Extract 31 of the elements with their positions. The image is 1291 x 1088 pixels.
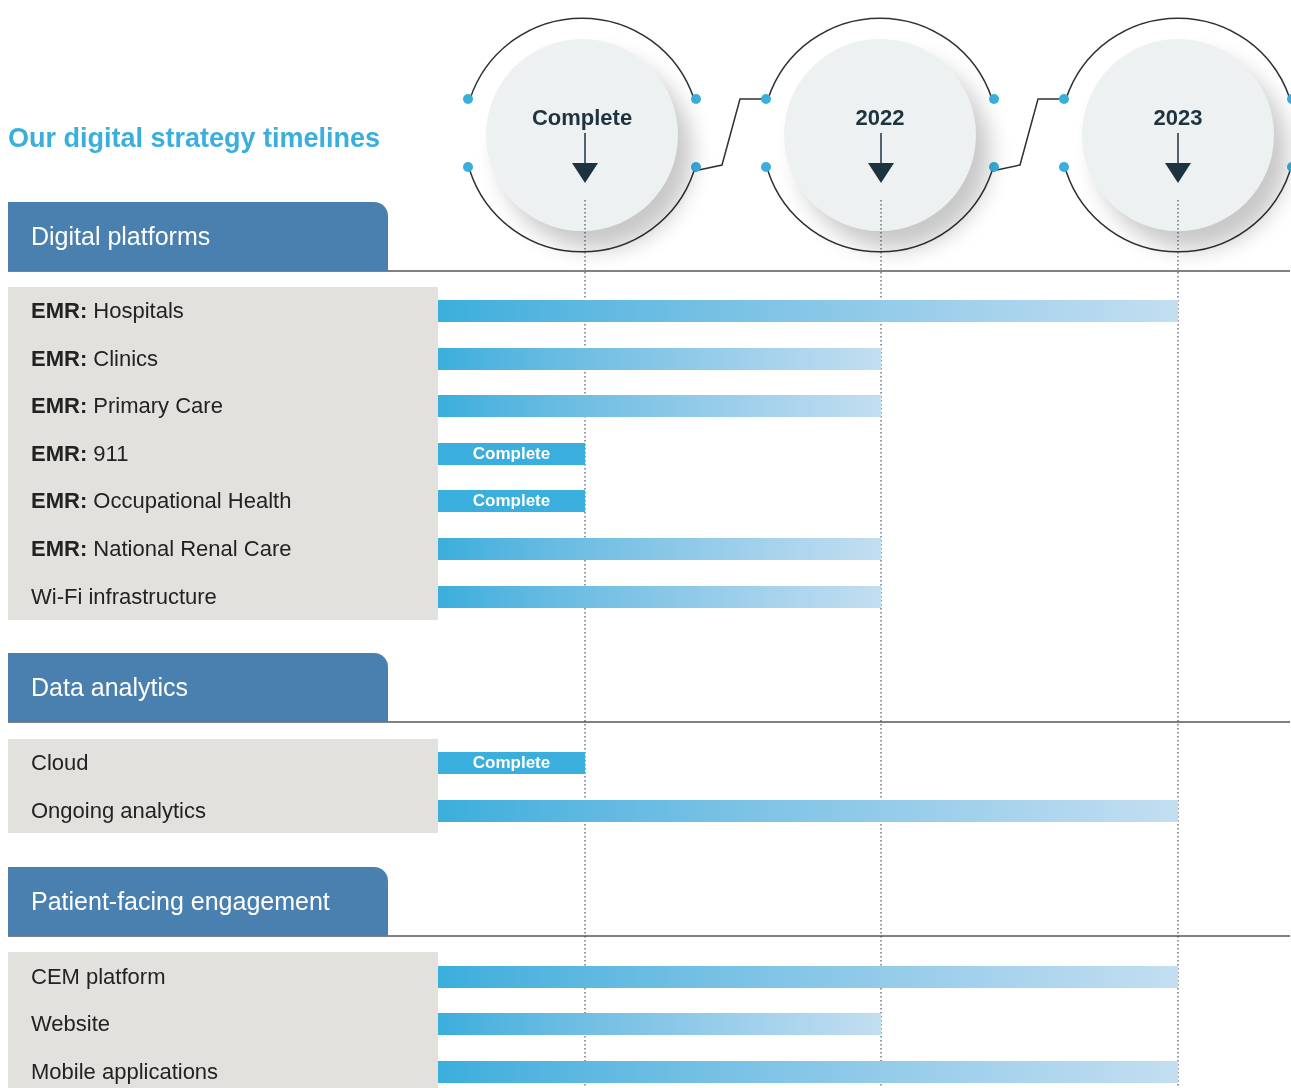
row-label: Wi-Fi infrastructure	[31, 583, 217, 611]
complete-bar: Complete	[438, 443, 585, 465]
timeline-bar	[438, 1013, 881, 1035]
section-header: Patient-facing engagement	[8, 867, 388, 936]
section-header: Digital platforms	[8, 202, 388, 271]
row-label: CEM platform	[31, 963, 166, 991]
title: Our digital strategy timelines	[8, 122, 381, 155]
row-label: EMR: Clinics	[31, 345, 159, 373]
timeline-bar	[438, 300, 1178, 322]
timeline-bar	[438, 348, 881, 370]
timeline-bar	[438, 586, 881, 608]
row-label: Mobile applications	[31, 1058, 219, 1086]
timeline-bar	[438, 966, 1178, 988]
timeline-bar	[438, 538, 881, 560]
section-header: Data analytics	[8, 653, 388, 722]
row-label: EMR: Primary Care	[31, 392, 223, 420]
milestone-label: 2023	[1153, 104, 1203, 132]
complete-bar: Complete	[438, 752, 585, 774]
complete-bar: Complete	[438, 490, 585, 512]
row-label: EMR: Hospitals	[31, 297, 184, 325]
row-label: Website	[31, 1010, 111, 1038]
row-label: EMR: National Renal Care	[31, 535, 292, 563]
timeline-bar	[438, 1061, 1178, 1083]
row-label: Cloud	[31, 749, 89, 777]
milestone-label: Complete	[531, 104, 633, 132]
row-label: EMR: Occupational Health	[31, 487, 292, 515]
row-label: Ongoing analytics	[31, 797, 206, 825]
timeline-bar	[438, 800, 1178, 822]
milestone-label: 2022	[855, 104, 905, 132]
timeline-bar	[438, 395, 881, 417]
row-label: EMR: 911	[31, 440, 129, 468]
